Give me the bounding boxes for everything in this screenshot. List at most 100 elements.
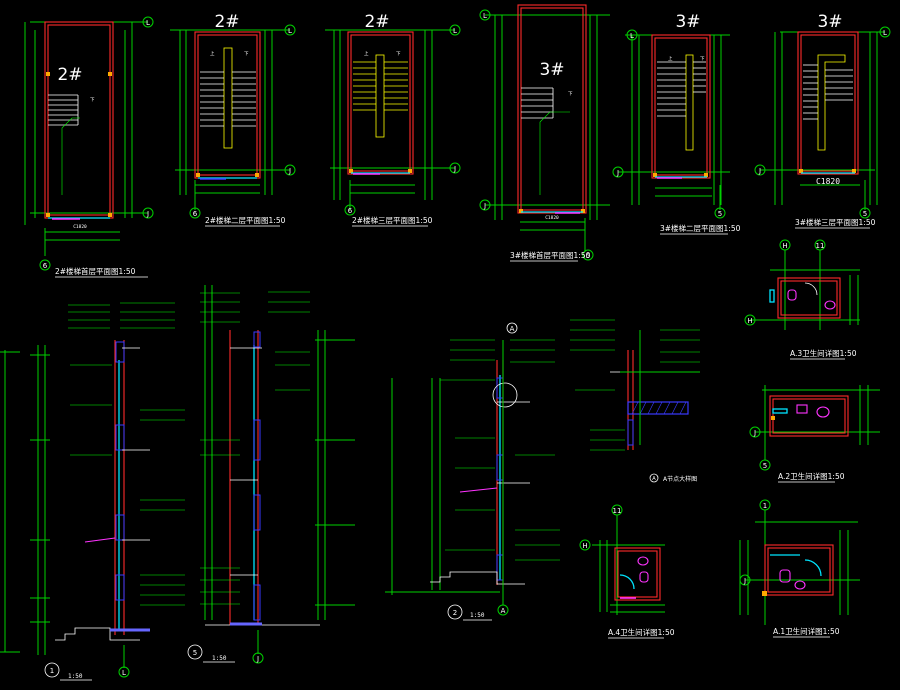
stair-treads (803, 64, 853, 120)
stair-treads (353, 61, 408, 111)
stair-treads (200, 71, 256, 127)
leader-notes (570, 319, 700, 451)
svg-text:J: J (146, 210, 149, 218)
svg-text:1:50: 1:50 (68, 673, 83, 680)
svg-text:2: 2 (453, 609, 457, 617)
bathroom-title: A.2卫生间详图1:50 (778, 471, 845, 481)
svg-text:下: 下 (90, 97, 95, 103)
plan-title: 3#楼梯首层平面图1:50 (510, 250, 591, 260)
detail-title: A节点大样图 (663, 475, 697, 483)
bathroom-title: A.4卫生间详图1:50 (608, 627, 675, 637)
section-number-bubble (187, 644, 203, 660)
stair-well (223, 47, 233, 149)
sink-fixture (824, 300, 836, 310)
bathroom-title: A.3卫生间详图1:50 (790, 348, 857, 358)
bathroom-detail-a3: H 11 H A.3卫生间详图1:50 (744, 239, 860, 360)
bathroom-detail-a2: J 5 A.2卫生间详图1:50 (749, 385, 880, 483)
svg-text:5: 5 (763, 462, 767, 470)
bathroom-detail-a1: 1 J A.1卫生间详图1:50 (739, 499, 860, 638)
detail-callout-circle (492, 382, 518, 408)
bathroom-detail-a4: 11 H A.4卫生间详图1:50 (579, 504, 675, 639)
svg-text:下: 下 (244, 51, 249, 57)
svg-text:下: 下 (700, 56, 705, 62)
stair-plan-2-third: 2# 上 下 L J 6 2#楼梯三层平面图1:50 (325, 12, 461, 227)
plan-title: 3#楼梯二层平面图1:50 (660, 223, 741, 233)
svg-text:5: 5 (586, 252, 590, 260)
node-detail-a: A A节点大样图 (570, 319, 700, 483)
section-number-bubble (44, 662, 60, 678)
stair-plan-3-third: 3# L J 5 C1820 3#楼梯三层平面图1:50 (754, 12, 891, 229)
door-swing (804, 559, 822, 577)
plan-title: 2#楼梯二层平面图1:50 (205, 215, 286, 225)
svg-text:L: L (453, 27, 457, 35)
svg-text:5: 5 (718, 210, 722, 218)
plan-title: 2#楼梯首层平面图1:50 (55, 266, 136, 276)
stair-plan-2-ground: 2# 下 L J 6 C1820 2#楼梯首层平面图1:50 (24, 16, 154, 278)
svg-text:6: 6 (193, 210, 198, 218)
svg-text:C1820: C1820 (545, 215, 559, 221)
toilet-fixture (639, 571, 649, 583)
sink-fixture (794, 580, 806, 590)
svg-text:上: 上 (210, 50, 215, 57)
svg-text:J: J (743, 577, 746, 585)
svg-text:H: H (582, 542, 587, 550)
stair-number-label: 3# (817, 12, 842, 32)
svg-text:1: 1 (50, 667, 54, 675)
svg-text:5: 5 (863, 210, 867, 218)
svg-text:L: L (288, 27, 292, 35)
svg-text:J: J (753, 429, 756, 437)
detail-number-bubble (649, 473, 659, 483)
stair-number-label: 3# (539, 60, 564, 80)
svg-text:L: L (122, 669, 126, 677)
svg-text:J: J (288, 167, 291, 175)
stair-treads (521, 87, 554, 119)
axis-bubble-side (39, 259, 51, 271)
svg-text:1:50: 1:50 (212, 655, 227, 662)
svg-text:1: 1 (763, 502, 767, 510)
toilet-fixture (787, 289, 797, 301)
svg-text:11: 11 (613, 507, 622, 515)
stair-treads (657, 61, 706, 117)
stair-well (817, 54, 846, 151)
door-swing (804, 282, 818, 296)
svg-text:上: 上 (668, 55, 673, 62)
svg-text:11: 11 (816, 242, 825, 250)
stair-number-label: 2# (57, 65, 82, 85)
svg-text:6: 6 (348, 207, 353, 215)
stair-treads (48, 94, 79, 126)
stair-plan-3-ground: 3# 下 L J 5 C1820 3#楼梯首层平面图1:50 (479, 4, 610, 262)
svg-text:H: H (782, 242, 787, 250)
stair-number-label: 2# (364, 12, 389, 32)
svg-text:1:50: 1:50 (470, 612, 485, 619)
wall-section-2: A A 2 1:50 (385, 322, 560, 621)
leader-notes (200, 291, 310, 605)
leader-notes (68, 302, 185, 606)
svg-text:A: A (652, 476, 656, 482)
door-swing (619, 574, 635, 590)
wall-section-1: L 1 1:50 (0, 302, 185, 681)
svg-text:J: J (256, 655, 259, 663)
toilet-fixture (796, 404, 808, 414)
stair-plan-3-second: 3# 上 下 L J 5 3#楼梯二层平面图1:50 (612, 12, 741, 235)
svg-text:下: 下 (568, 91, 573, 97)
svg-text:L: L (483, 12, 487, 20)
svg-text:6: 6 (43, 262, 48, 270)
walk-arrow (61, 117, 80, 195)
sink-fixture (637, 556, 649, 566)
plan-title: 3#楼梯三层平面图1:50 (795, 217, 876, 227)
stair-number-label: 3# (675, 12, 700, 32)
stair-number-label: 2# (214, 12, 239, 32)
svg-text:J: J (616, 169, 619, 177)
svg-text:L: L (883, 29, 887, 37)
svg-text:上: 上 (364, 50, 369, 57)
svg-text:5: 5 (193, 649, 197, 657)
level-ticks (30, 354, 50, 623)
svg-text:C1820: C1820 (73, 224, 87, 230)
svg-text:J: J (758, 167, 761, 175)
axis-bubble-bottom (142, 207, 154, 219)
plan-title: 2#楼梯三层平面图1:50 (352, 215, 433, 225)
wall-section-5: J 5 1:50 (187, 285, 355, 664)
svg-text:下: 下 (396, 51, 401, 57)
toilet-fixture (779, 569, 791, 583)
